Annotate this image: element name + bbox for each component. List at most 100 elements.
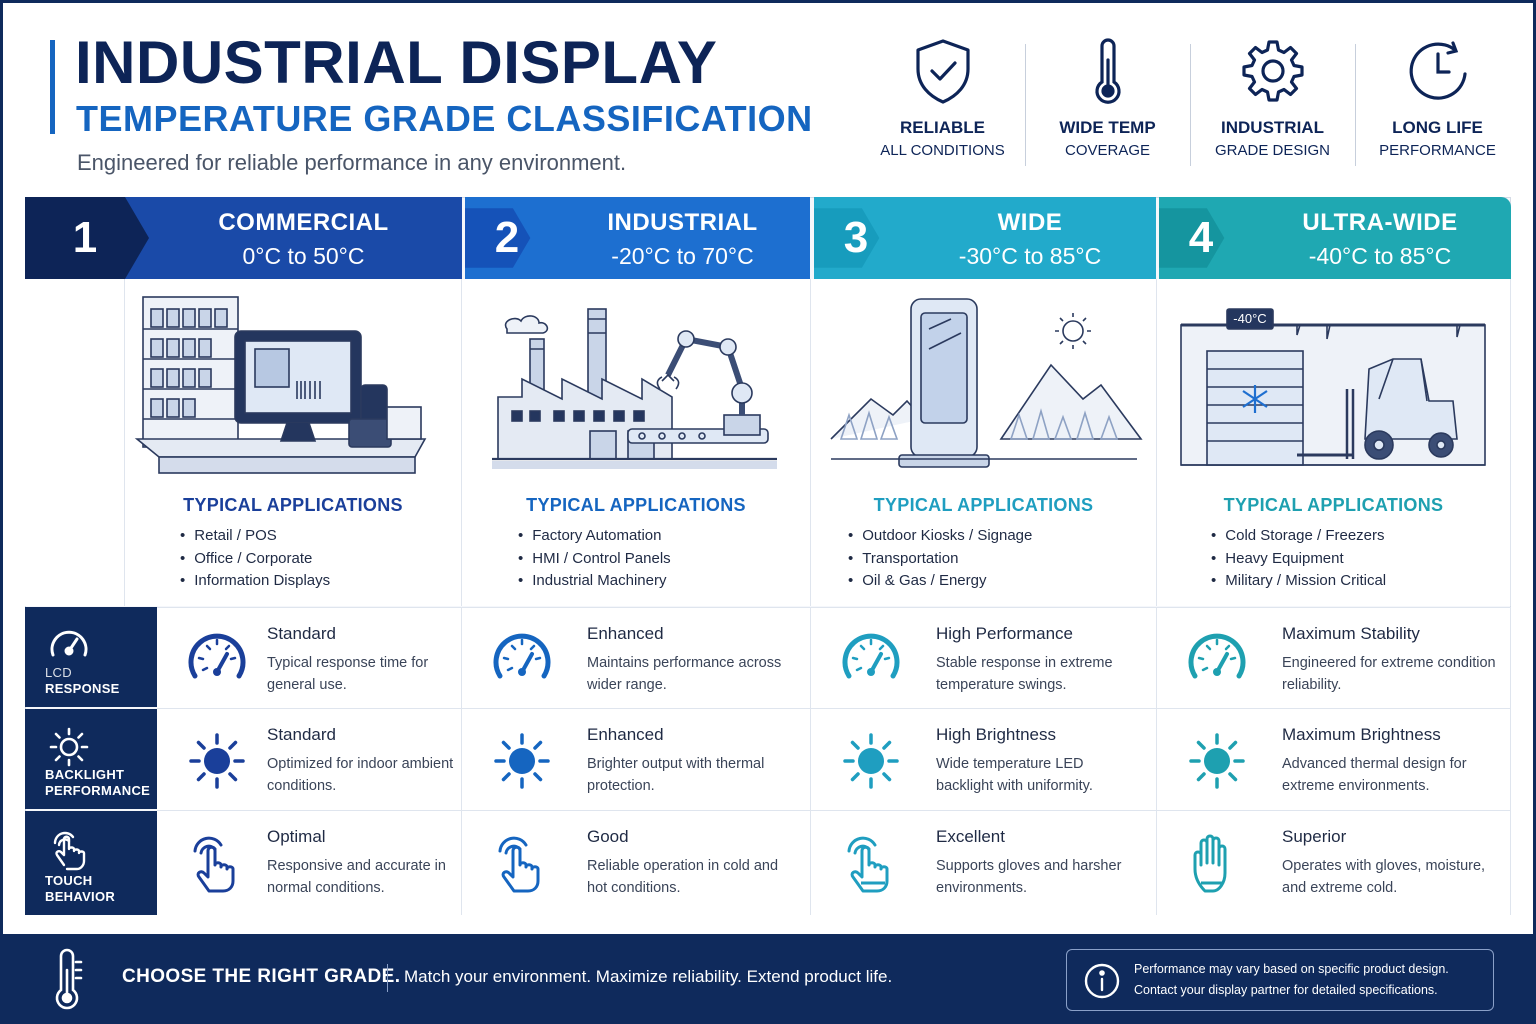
list-item: Retail / POS (180, 525, 330, 548)
wide-applications: TYPICAL APPLICATIONS Outdoor Kiosks / Si… (811, 279, 1157, 606)
apps-title: TYPICAL APPLICATIONS (1223, 495, 1444, 515)
factory-illustration (492, 308, 777, 469)
grade-name: WIDE (997, 209, 1063, 236)
cell-description: Supports gloves and harsher environments… (936, 858, 1122, 896)
outdoor-kiosk-illustration (830, 298, 1143, 468)
cell-title: High Brightness (936, 725, 1057, 744)
footer-slogan: Match your environment. Maximize reliabi… (404, 967, 893, 986)
list-item: Factory Automation (518, 525, 671, 548)
gauge-icon (50, 630, 88, 657)
cell-title: Standard (267, 725, 336, 744)
apps-list: Retail / POS Office / Corporate Informat… (180, 525, 330, 593)
list-item: Heavy Equipment (1211, 548, 1386, 571)
feature-industrial: INDUSTRIAL GRADE DESIGN (1190, 36, 1355, 170)
grade-range: -40°C to 85°C (1308, 243, 1452, 269)
cell-title: Enhanced (587, 725, 664, 744)
chevron-badge (465, 208, 531, 268)
cold-storage-forklift-illustration (1180, 308, 1486, 466)
footer-bar: CHOOSE THE RIGHT GRADE. Match your envir… (0, 934, 1536, 1024)
row-label-line1: LCD (45, 665, 72, 680)
sun-icon (49, 727, 89, 767)
list-item: Cold Storage / Freezers (1211, 525, 1386, 548)
grade-name: COMMERCIAL (218, 209, 389, 236)
ultra-wide-applications: -40°C TYPICAL APPLICATIONS Cold Storage … (1157, 279, 1511, 606)
row-label-line1: BACKLIGHT (45, 767, 125, 782)
gauge-icon (1188, 633, 1246, 679)
list-item: Transportation (848, 548, 1032, 571)
apps-title: TYPICAL APPLICATIONS (873, 495, 1094, 515)
thermometer-icon (55, 948, 83, 1010)
cell-description: Engineered for extreme condition reliabi… (1282, 655, 1496, 693)
cell-description: Advanced thermal design for extreme envi… (1282, 756, 1467, 794)
footer-headline: CHOOSE THE RIGHT GRADE. (122, 966, 401, 987)
sun-icon (843, 733, 899, 789)
apps-list: Cold Storage / Freezers Heavy Equipment … (1211, 525, 1386, 593)
grade-header-wide: 3 WIDE-30°C to 85°C (814, 197, 1156, 279)
gauge-icon (493, 633, 551, 679)
title-accent-bar (50, 40, 55, 134)
feature-reliable: RELIABLE ALL CONDITIONS (860, 36, 1025, 170)
chevron-badge (25, 197, 149, 279)
apps-title: TYPICAL APPLICATIONS (183, 495, 403, 515)
grade-number: 4 (1188, 213, 1214, 262)
gear-icon (1241, 40, 1304, 102)
grade-range: -20°C to 70°C (611, 243, 754, 269)
disclaimer-line2: Contact your display partner for detaile… (1134, 983, 1438, 997)
touch-hand-icon (1193, 834, 1227, 893)
list-item: HMI / Control Panels (518, 548, 670, 571)
cell-title: Excellent (936, 827, 1005, 846)
cell-title: Optimal (267, 827, 326, 846)
grade-range: 0°C to 50°C (242, 243, 365, 269)
page-subtitle: TEMPERATURE GRADE CLASSIFICATION (76, 98, 813, 139)
feature-title: INDUSTRIAL (1221, 118, 1324, 137)
cell-description: Optimized for indoor ambient conditions. (267, 756, 454, 794)
row-label-line2: BEHAVIOR (45, 889, 116, 904)
grade-number: 3 (843, 213, 869, 262)
feature-subtitle: PERFORMANCE (1379, 142, 1496, 159)
touch-hand-icon (498, 836, 540, 893)
feature-subtitle: ALL CONDITIONS (880, 142, 1005, 159)
touch-hand-icon (53, 831, 86, 871)
feature-wide-temp: WIDE TEMP COVERAGE (1025, 36, 1190, 170)
apps-title: TYPICAL APPLICATIONS (526, 495, 746, 515)
shield-check-icon (915, 39, 970, 104)
feature-title: RELIABLE (900, 118, 985, 137)
feature-subtitle: COVERAGE (1064, 142, 1151, 159)
sun-icon (494, 733, 550, 789)
commercial-applications: TYPICAL APPLICATIONS Retail / POS Office… (125, 279, 462, 606)
info-icon (1084, 963, 1120, 999)
cell-description: Operates with gloves, moisture, and extr… (1282, 858, 1486, 896)
list-item: Outdoor Kiosks / Signage (848, 525, 1032, 548)
cell-description: Typical response time for general use. (267, 655, 429, 693)
touch-hand-icon (847, 836, 889, 893)
feature-subtitle: GRADE DESIGN (1214, 142, 1331, 159)
cell-title: High Performance (936, 624, 1074, 643)
grade-number: 1 (72, 213, 98, 262)
row-label-line2: RESPONSE (45, 681, 120, 696)
feature-long-life: LONG LIFE PERFORMANCE (1355, 36, 1520, 170)
feature-strip: RELIABLE ALL CONDITIONS WIDE TEMP COVERA… (860, 36, 1520, 170)
list-item: Oil & Gas / Energy (848, 570, 1032, 593)
cell-title: Standard (267, 624, 336, 643)
gauge-icon (188, 633, 246, 679)
retail-pos-illustration (134, 296, 427, 474)
apps-list: Factory Automation HMI / Control Panels … (518, 525, 671, 593)
thermometer-icon (1094, 38, 1121, 104)
grade-name: ULTRA-WIDE (1302, 209, 1458, 236)
gauge-icon (842, 633, 900, 679)
list-item: Military / Mission Critical (1211, 570, 1386, 593)
touch-hand-icon (193, 836, 235, 893)
cell-description: Maintains performance across wider range… (587, 655, 782, 693)
grade-header-commercial: 1 COMMERCIAL 0°C to 50°C (25, 197, 462, 279)
clock-icon (1409, 41, 1467, 100)
cell-description: Responsive and accurate in normal condit… (267, 858, 446, 896)
grade-name: INDUSTRIAL (607, 209, 758, 236)
